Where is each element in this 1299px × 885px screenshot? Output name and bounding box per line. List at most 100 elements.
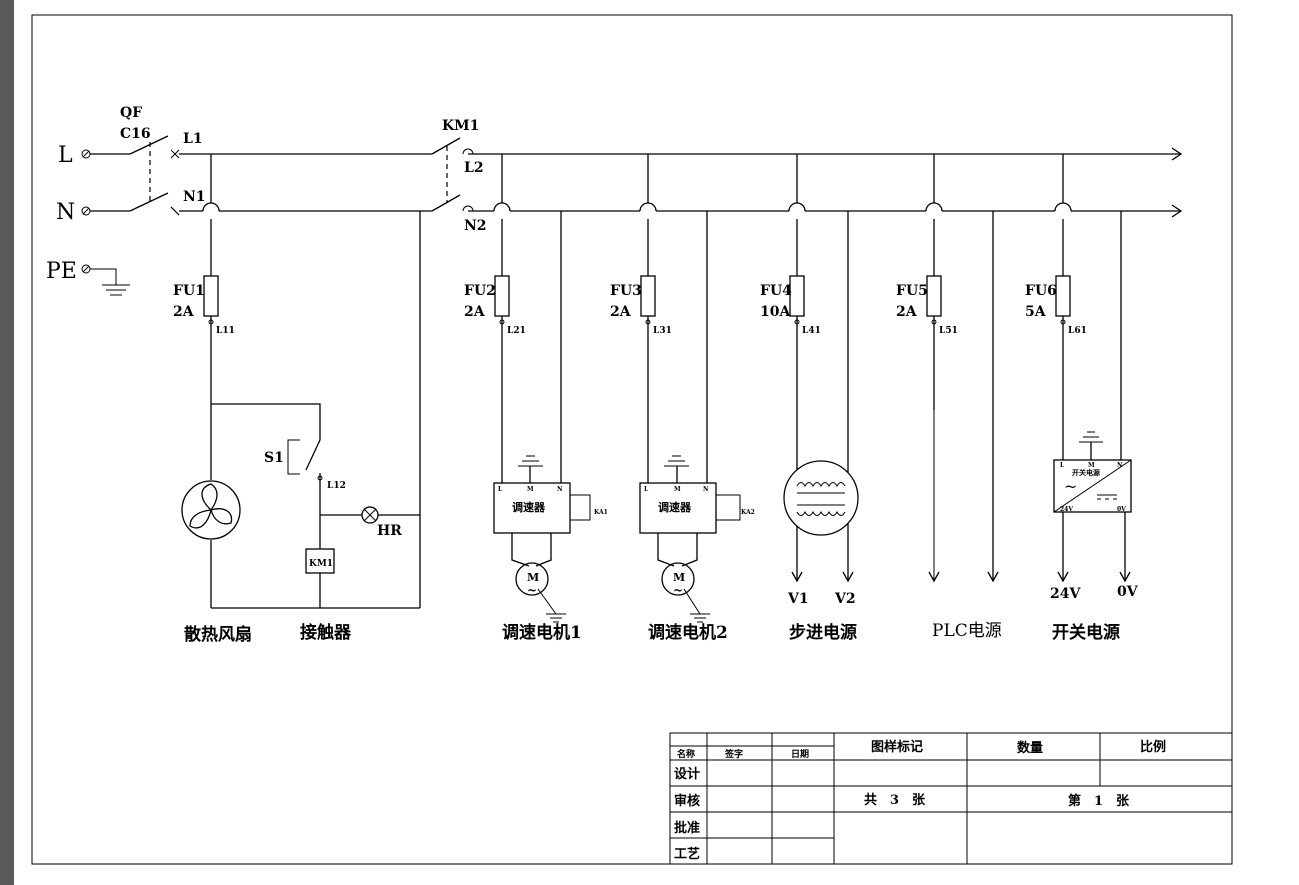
tb-row-design: 设计 — [674, 766, 700, 782]
main-line-n — [179, 202, 432, 212]
fuse-fu3-icon — [640, 275, 656, 317]
node-l12: L12 — [327, 481, 346, 491]
caption-psu: 开关电源 — [1052, 622, 1120, 643]
fuse-fu5-icon — [926, 275, 942, 317]
controller1-mark-m: M — [527, 486, 534, 493]
branch-fan-wiring — [210, 154, 421, 609]
branch-motor1-wiring — [501, 154, 591, 615]
psu-inner-title: 开关电源 — [1072, 468, 1100, 477]
breaker-id: QF — [120, 105, 142, 121]
fuse-fu3-id: FU3 — [610, 283, 642, 299]
tb-total-sheets: 共 3 张 — [864, 792, 926, 808]
node-l11: L11 — [216, 326, 235, 336]
branch-psu-wiring — [1057, 154, 1131, 583]
caption-stepper: 步进电源 — [789, 622, 857, 643]
psu-earth-icon — [1079, 431, 1103, 443]
node-l12-dot — [317, 475, 323, 481]
fuse-fu3-rating: 2A — [610, 304, 632, 320]
terminal-l-label: L — [58, 143, 73, 168]
controller2-mark-l: L — [644, 486, 649, 493]
switching-psu-box — [1053, 459, 1132, 513]
fuse-fu1-rating: 2A — [173, 304, 195, 320]
controller1-label: 调速器 — [512, 500, 546, 514]
psu-mark-l: L — [1060, 462, 1065, 469]
node-l41-dot — [794, 319, 800, 325]
title-block — [669, 732, 1233, 865]
tb-drawing-mark: 图样标记 — [871, 739, 923, 755]
psu-out-pos-mark: 24V — [1060, 506, 1073, 513]
stepper-out-v2: V2 — [834, 591, 856, 607]
km1-main-contacts — [431, 137, 474, 212]
transformer-icon — [783, 460, 859, 536]
bus-l — [468, 147, 1183, 161]
motor1-tilde: ~ — [527, 583, 537, 597]
fuse-fu1-icon — [203, 275, 219, 317]
speed-controller-1 — [493, 482, 571, 534]
lamp-hr-label: HR — [377, 523, 402, 539]
branch-motor2-wiring — [647, 154, 741, 615]
coil-km1-label: KM1 — [309, 559, 333, 569]
fuse-fu2-id: FU2 — [464, 283, 496, 299]
fuse-fu4-icon — [789, 275, 805, 317]
window-edge-strip — [0, 0, 14, 885]
drawing-frame — [31, 14, 1233, 865]
switch-s1-label: S1 — [264, 450, 284, 466]
relay-ka1-label: KA1 — [594, 509, 608, 516]
caption-motor2: 调速电机2 — [648, 622, 728, 643]
psu-out-24v: 24V — [1050, 586, 1081, 602]
caption-plc: PLC电源 — [932, 621, 1002, 641]
tb-signature: 签字 — [724, 748, 743, 760]
stepper-out-v1: V1 — [787, 591, 809, 607]
tb-name: 名称 — [677, 748, 695, 760]
node-l51-dot — [931, 319, 937, 325]
lamp-hr-icon — [361, 506, 379, 524]
psu-mark-n: N — [1117, 462, 1123, 469]
fuse-fu5-id: FU5 — [896, 283, 928, 299]
km1-main-label: KM1 — [442, 118, 479, 134]
terminal-pe-label: PE — [46, 259, 77, 284]
motor2-letter: M — [673, 571, 685, 584]
motor2-icon — [661, 562, 695, 596]
fuse-fu6-rating: 5A — [1025, 304, 1047, 320]
controller1-mark-n: N — [557, 486, 563, 493]
fuse-fu6-id: FU6 — [1025, 283, 1057, 299]
node-l1: L1 — [183, 131, 203, 147]
motor2-tilde: ~ — [673, 583, 683, 597]
coil-km1-icon — [305, 548, 335, 574]
tb-row-process: 工艺 — [674, 846, 700, 862]
node-l61-dot — [1060, 319, 1066, 325]
fuse-fu2-rating: 2A — [464, 304, 486, 320]
node-n2: N2 — [464, 218, 487, 234]
motor1-letter: M — [527, 571, 539, 584]
tb-quantity: 数量 — [1017, 740, 1043, 756]
node-l11-dot — [208, 319, 214, 325]
psu-mark-m: M — [1088, 462, 1095, 469]
fuse-fu4-id: FU4 — [760, 283, 792, 299]
controller2-label: 调速器 — [658, 500, 692, 514]
terminal-n-label: N — [56, 200, 75, 225]
controller2-mark-n: N — [703, 486, 709, 493]
node-l21: L21 — [507, 326, 526, 336]
speed-controller-2 — [639, 482, 717, 534]
breaker-rating: C16 — [120, 126, 151, 142]
caption-motor1: 调速电机1 — [502, 622, 582, 643]
node-l21-dot — [499, 319, 505, 325]
switch-s1-symbol — [287, 439, 300, 475]
controller2-mark-m: M — [674, 486, 681, 493]
node-l41: L41 — [802, 326, 821, 336]
caption-fan: 散热风扇 — [184, 624, 252, 645]
tb-row-review: 审核 — [674, 793, 700, 809]
motor1-earth-icon — [546, 613, 566, 623]
node-l31-dot — [645, 319, 651, 325]
fuse-fu6-icon — [1055, 275, 1071, 317]
tb-scale: 比例 — [1140, 739, 1166, 755]
fuse-fu2-icon — [494, 275, 510, 317]
psu-out-0v: 0V — [1117, 584, 1139, 600]
controller1-mark-l: L — [498, 486, 503, 493]
relay-ka2-label: KA2 — [741, 509, 755, 516]
breaker-qf-symbol — [90, 135, 180, 216]
node-n1: N1 — [183, 189, 206, 205]
motor1-icon — [515, 562, 549, 596]
pe-ground-icon — [90, 268, 130, 296]
